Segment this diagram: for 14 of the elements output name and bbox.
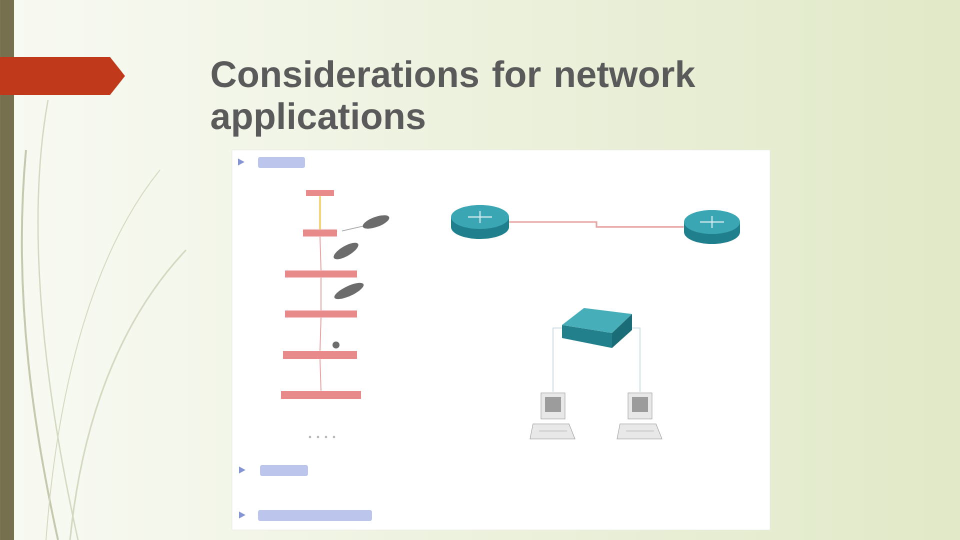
connector-line — [320, 277, 322, 311]
router-icon — [684, 210, 740, 244]
connector-line — [319, 196, 321, 230]
connector-line — [552, 328, 562, 392]
connector-line — [320, 358, 322, 392]
router-icon — [451, 204, 509, 239]
computer-icon — [530, 392, 576, 440]
connector-line — [509, 221, 684, 228]
connector-line — [320, 317, 322, 352]
connector-line — [320, 236, 322, 271]
slide-title: Considerations for network applications — [211, 60, 696, 137]
switch-icon — [562, 308, 632, 348]
computer-icon — [616, 392, 662, 440]
connector-line — [632, 328, 640, 392]
